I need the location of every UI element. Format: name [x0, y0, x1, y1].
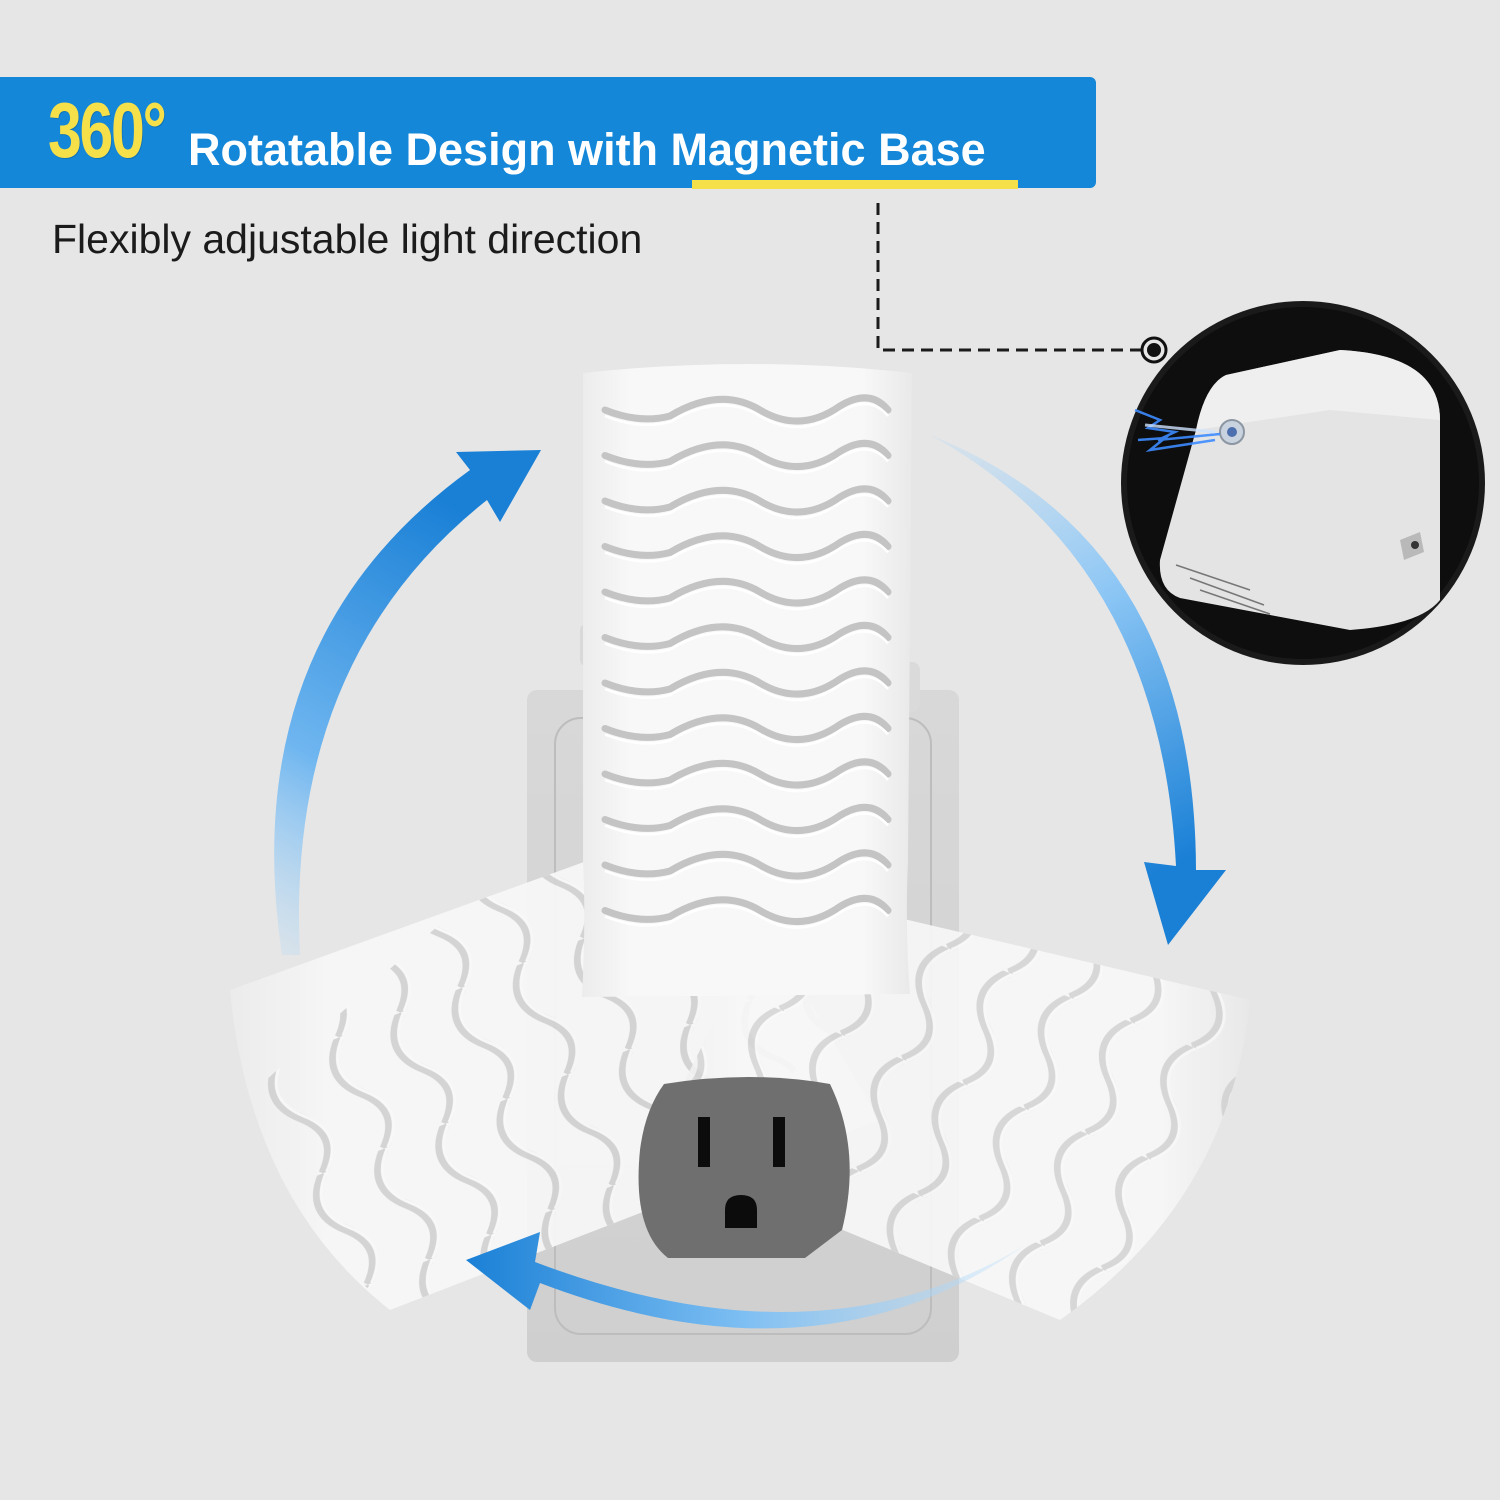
title-plain: Rotatable Design with — [188, 124, 671, 175]
magnetic-base-callout — [1121, 301, 1485, 665]
title-highlight: Magnetic Base — [670, 124, 986, 175]
degree-label: 360° — [48, 86, 167, 174]
wave-groove — [601, 622, 892, 656]
rotation-arrow-left — [274, 450, 541, 955]
wave-groove — [601, 895, 892, 929]
header-banner: 360° Rotatable Design with Magnetic Base — [0, 77, 1096, 189]
rotation-arrow-bottom — [466, 1232, 1025, 1329]
wave-groove — [601, 849, 892, 884]
subtitle: Flexibly adjustable light direction — [52, 216, 643, 262]
wave-groove — [601, 667, 892, 702]
wave-groove — [601, 531, 892, 565]
lamp-upright — [580, 364, 920, 997]
wave-groove — [601, 485, 892, 520]
wave-groove — [601, 394, 892, 429]
callout-connector — [876, 203, 1168, 364]
wave-groove — [601, 758, 892, 793]
banner-title: Rotatable Design with Magnetic Base — [188, 127, 986, 172]
wave-groove — [601, 440, 892, 474]
lamp-wave-grooves — [601, 394, 892, 929]
wave-groove — [601, 576, 892, 611]
rotation-arrow-right — [930, 435, 1226, 945]
wave-groove — [601, 804, 892, 838]
highlight-underline — [692, 180, 1018, 189]
wave-groove — [601, 713, 892, 747]
outlet-socket — [638, 1077, 850, 1258]
